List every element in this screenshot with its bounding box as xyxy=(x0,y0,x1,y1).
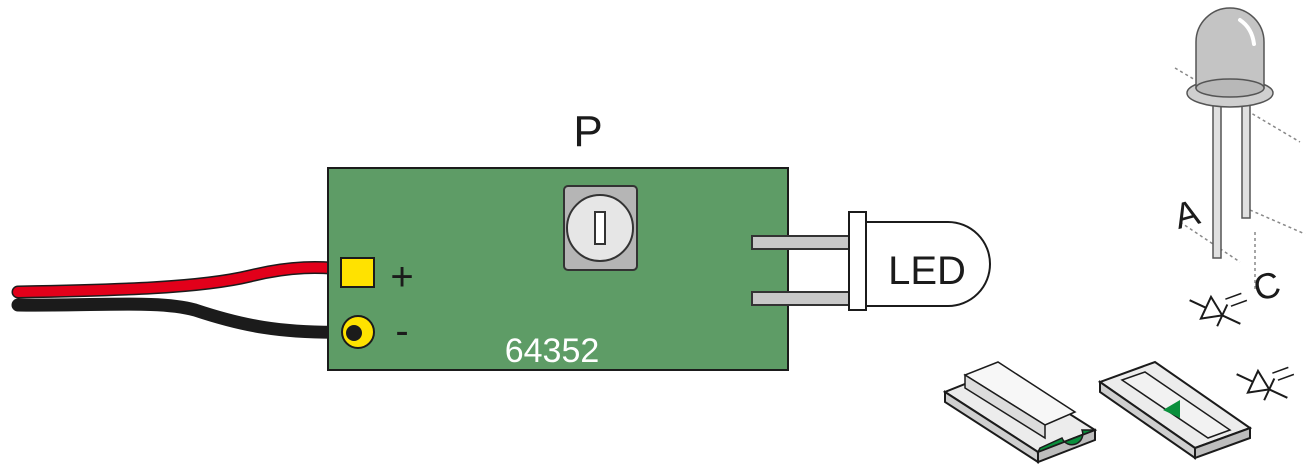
led-label: LED xyxy=(888,249,966,293)
plus-label: + xyxy=(390,255,413,299)
potentiometer xyxy=(563,185,638,271)
minus-label: - xyxy=(395,309,408,353)
led-component xyxy=(848,211,991,311)
potentiometer-label: P xyxy=(573,107,602,156)
part-number-label: 64352 xyxy=(505,332,600,370)
black-wire xyxy=(11,297,359,339)
smd-led-top xyxy=(1097,360,1253,460)
led-lead-bottom xyxy=(751,291,851,306)
power-wires xyxy=(11,261,359,339)
led-lead-top xyxy=(751,235,851,250)
pcb-board xyxy=(327,167,789,371)
smd-led-side xyxy=(942,361,1098,464)
led-symbol-icon xyxy=(1236,366,1295,401)
cathode-label: C xyxy=(1249,263,1285,309)
led-symbol-icon xyxy=(1189,292,1248,327)
through-hole-led xyxy=(1174,7,1306,290)
plus-pad xyxy=(340,257,375,288)
anode-label: A xyxy=(1170,191,1204,237)
